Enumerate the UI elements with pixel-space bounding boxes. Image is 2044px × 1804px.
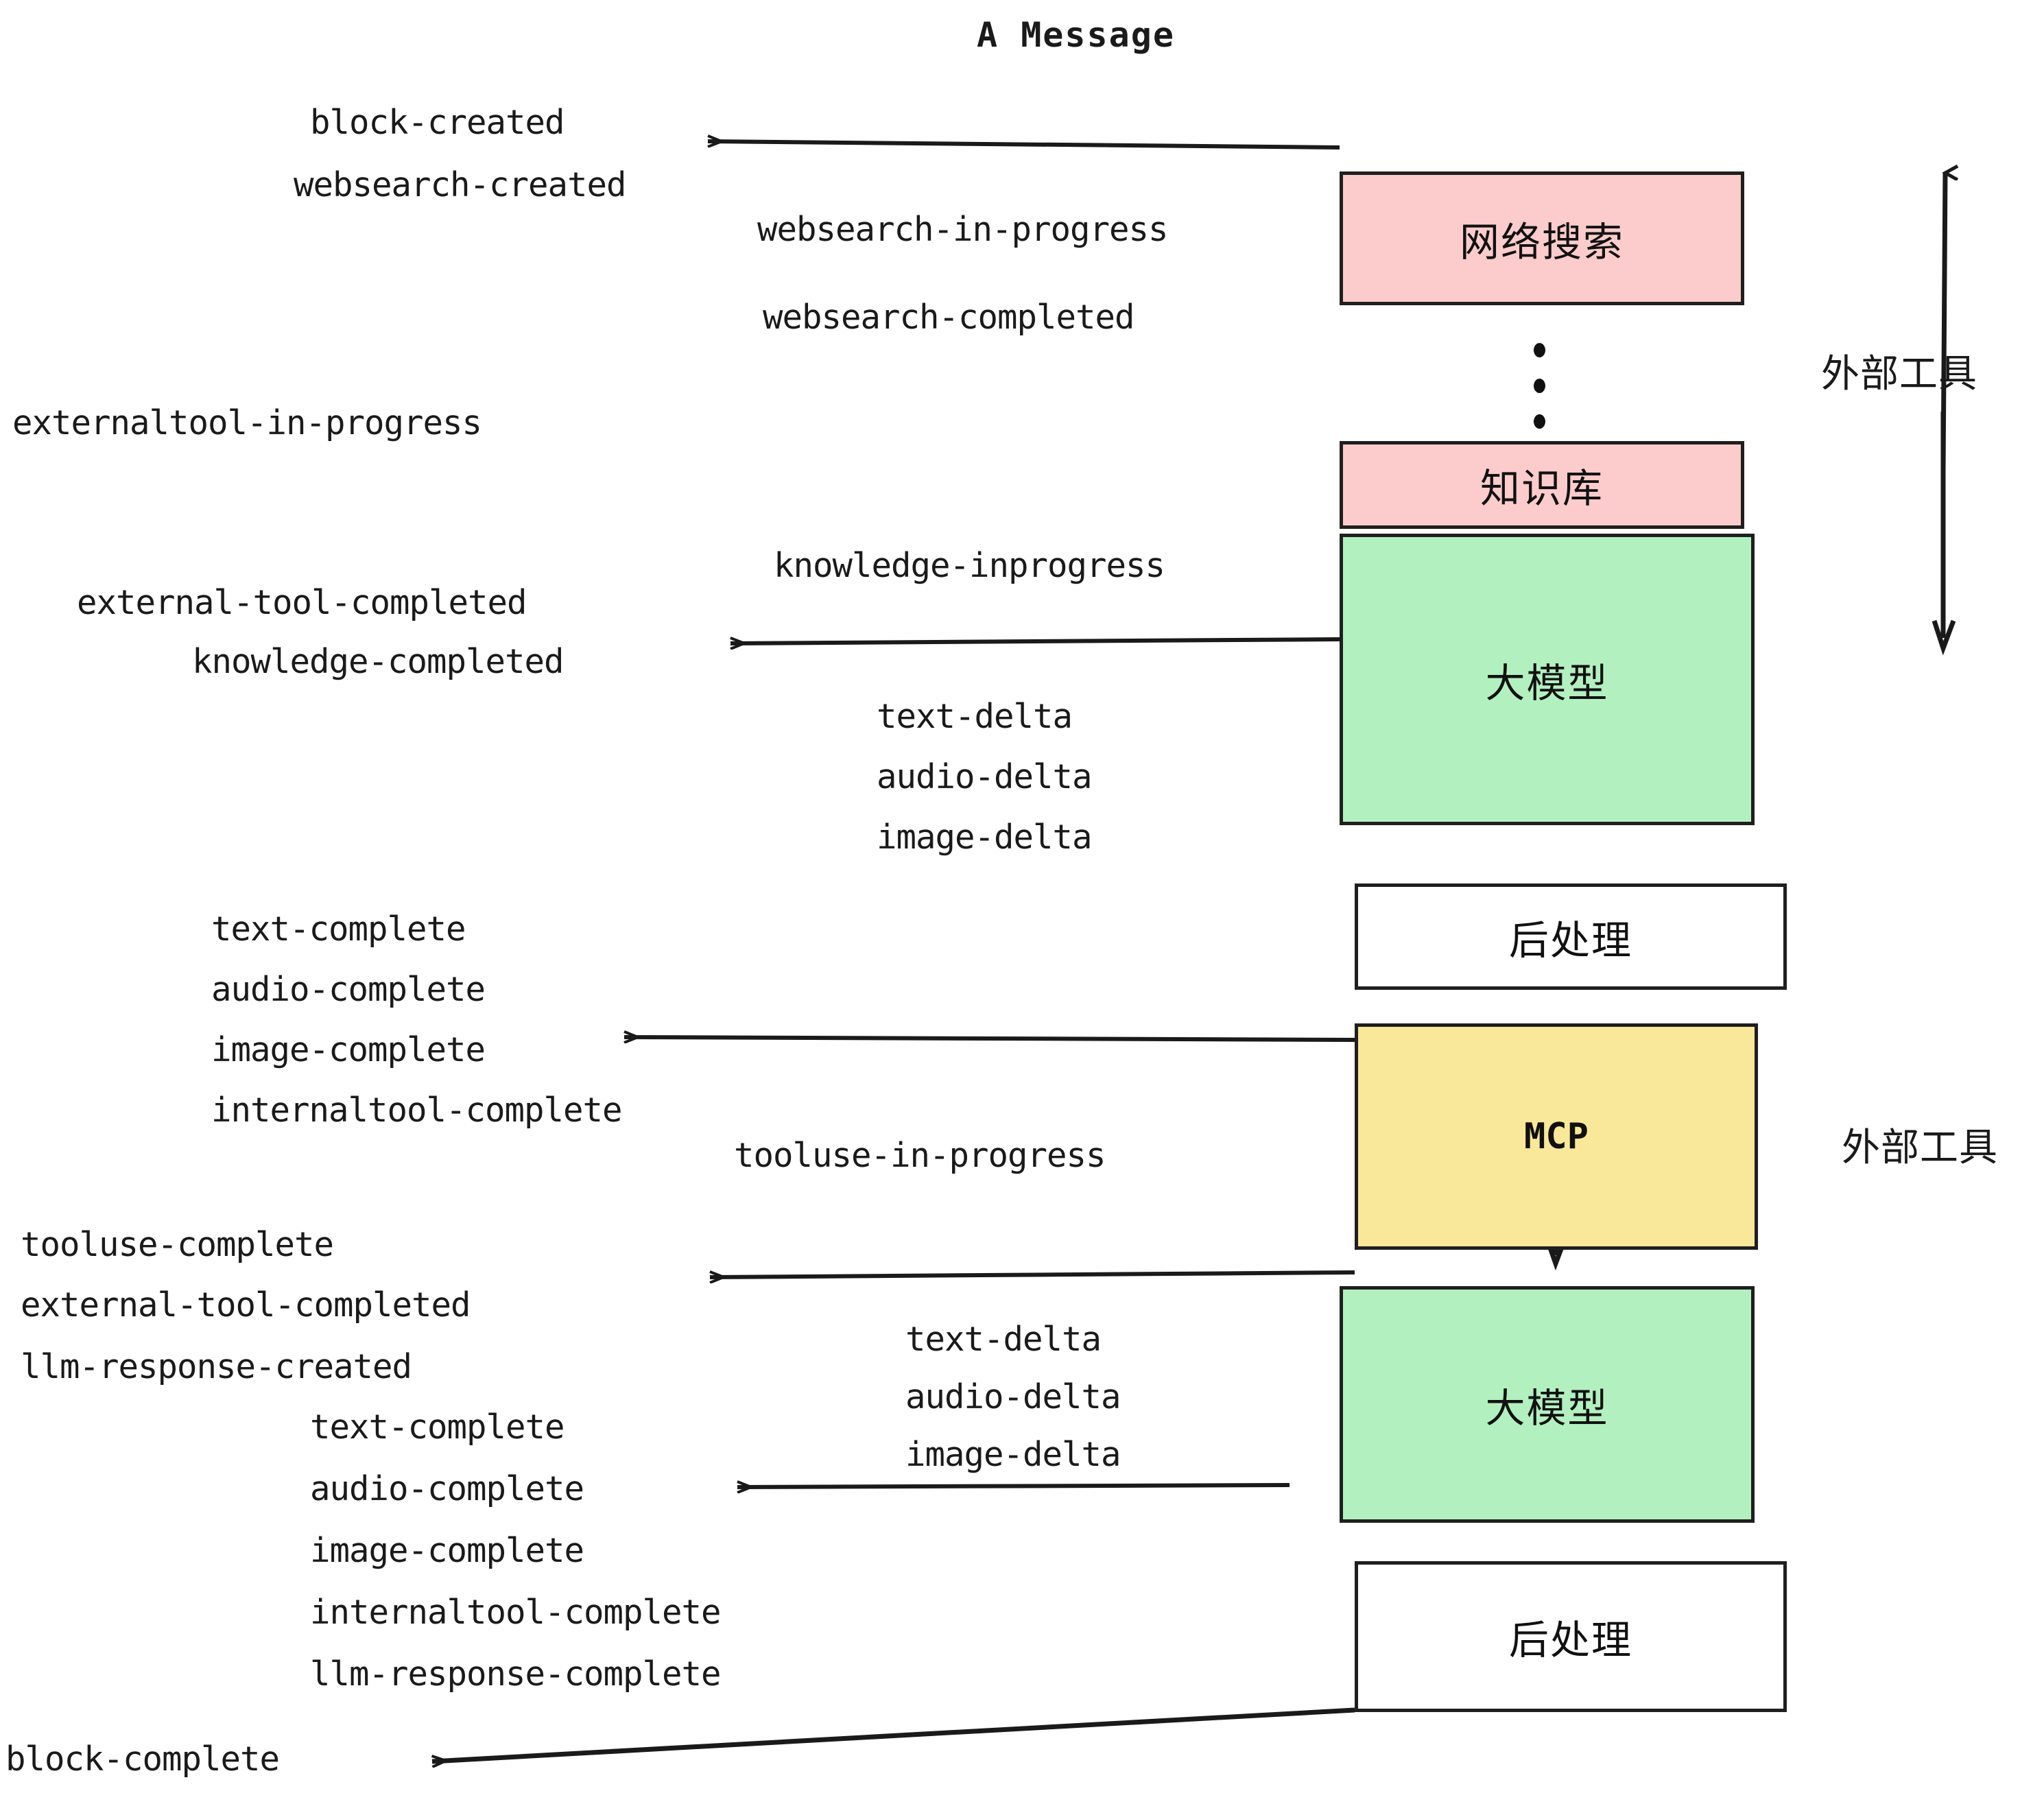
event-audio-complete-2: audio-complete xyxy=(310,1469,584,1508)
event-text-complete-1: text-complete xyxy=(211,910,466,949)
event-websearch-in-progress: websearch-in-progress xyxy=(757,210,1169,249)
node-postprocess-1[interactable]: 后处理 xyxy=(1355,883,1787,990)
node-knowledge[interactable]: 知识库 xyxy=(1340,441,1744,529)
event-image-delta-1: image-delta xyxy=(877,818,1093,857)
arrow-llm1-to-image-complete xyxy=(624,1037,1355,1040)
external-tools-label-top: 外部工具 xyxy=(1821,352,1977,396)
event-tooluse-in-progress: tooluse-in-progress xyxy=(734,1136,1106,1175)
event-externaltool-in-progress: externaltool-in-progress xyxy=(12,403,482,442)
event-block-complete: block-complete xyxy=(5,1740,280,1779)
event-image-complete-1: image-complete xyxy=(211,1030,486,1069)
diagram-title: A Message xyxy=(977,15,1175,55)
event-websearch-completed: websearch-completed xyxy=(763,298,1135,337)
event-tooluse-complete: tooluse-complete xyxy=(21,1225,334,1264)
event-image-delta-2: image-delta xyxy=(905,1435,1121,1474)
event-image-complete-2: image-complete xyxy=(310,1531,584,1570)
event-internaltool-complete-1: internaltool-complete xyxy=(211,1091,623,1130)
event-block-created: block-created xyxy=(310,103,565,142)
node-llm-2[interactable]: 大模型 xyxy=(1340,1286,1755,1523)
node-mcp-label: MCP xyxy=(1524,1116,1589,1157)
node-postprocess-2-label: 后处理 xyxy=(1508,1617,1632,1663)
event-llm-response-complete: llm-response-complete xyxy=(310,1654,722,1694)
event-audio-complete-1: audio-complete xyxy=(211,970,486,1009)
event-internaltool-complete-2: internaltool-complete xyxy=(310,1593,722,1632)
event-text-complete-2: text-complete xyxy=(310,1408,565,1447)
event-audio-delta-1: audio-delta xyxy=(877,757,1093,796)
arrow-llm2-to-audio-complete xyxy=(737,1485,1290,1487)
node-llm-2-label: 大模型 xyxy=(1485,1384,1609,1432)
arrow-postprocess2-to-block-complete xyxy=(432,1707,1355,1761)
ellipsis-dot xyxy=(1533,379,1545,393)
external-tools-label-bottom: 外部工具 xyxy=(1842,1126,1998,1170)
event-text-delta-2: text-delta xyxy=(905,1320,1102,1359)
node-mcp[interactable]: MCP xyxy=(1355,1023,1758,1250)
arrow-mcp-to-tooluse-complete xyxy=(710,1270,1355,1277)
arrow-knowledge-to-completed xyxy=(730,639,1340,643)
node-llm-1[interactable]: 大模型 xyxy=(1340,534,1755,825)
node-postprocess-2[interactable]: 后处理 xyxy=(1355,1561,1787,1712)
node-websearch[interactable]: 网络搜索 xyxy=(1340,171,1744,305)
event-external-tool-completed-2: external-tool-completed xyxy=(21,1285,471,1325)
node-postprocess-1-label: 后处理 xyxy=(1508,916,1632,964)
node-llm-1-label: 大模型 xyxy=(1485,659,1609,707)
event-audio-delta-2: audio-delta xyxy=(905,1377,1121,1416)
event-websearch-created: websearch-created xyxy=(294,165,627,204)
arrow-websearch-to-created xyxy=(708,141,1340,150)
external-tools-arrow-top xyxy=(1932,173,1953,656)
event-knowledge-inprogress: knowledge-inprogress xyxy=(774,546,1165,585)
event-text-delta-1: text-delta xyxy=(877,697,1073,736)
ellipsis-dot xyxy=(1533,343,1545,357)
event-external-tool-completed-1: external-tool-completed xyxy=(77,583,527,622)
vertical-ellipsis xyxy=(1532,343,1546,429)
event-llm-response-created: llm-response-created xyxy=(21,1347,412,1386)
event-knowledge-completed: knowledge-completed xyxy=(192,642,565,681)
ellipsis-dot xyxy=(1533,414,1545,429)
node-knowledge-label: 知识库 xyxy=(1479,465,1604,512)
node-websearch-label: 网络搜索 xyxy=(1459,218,1624,265)
